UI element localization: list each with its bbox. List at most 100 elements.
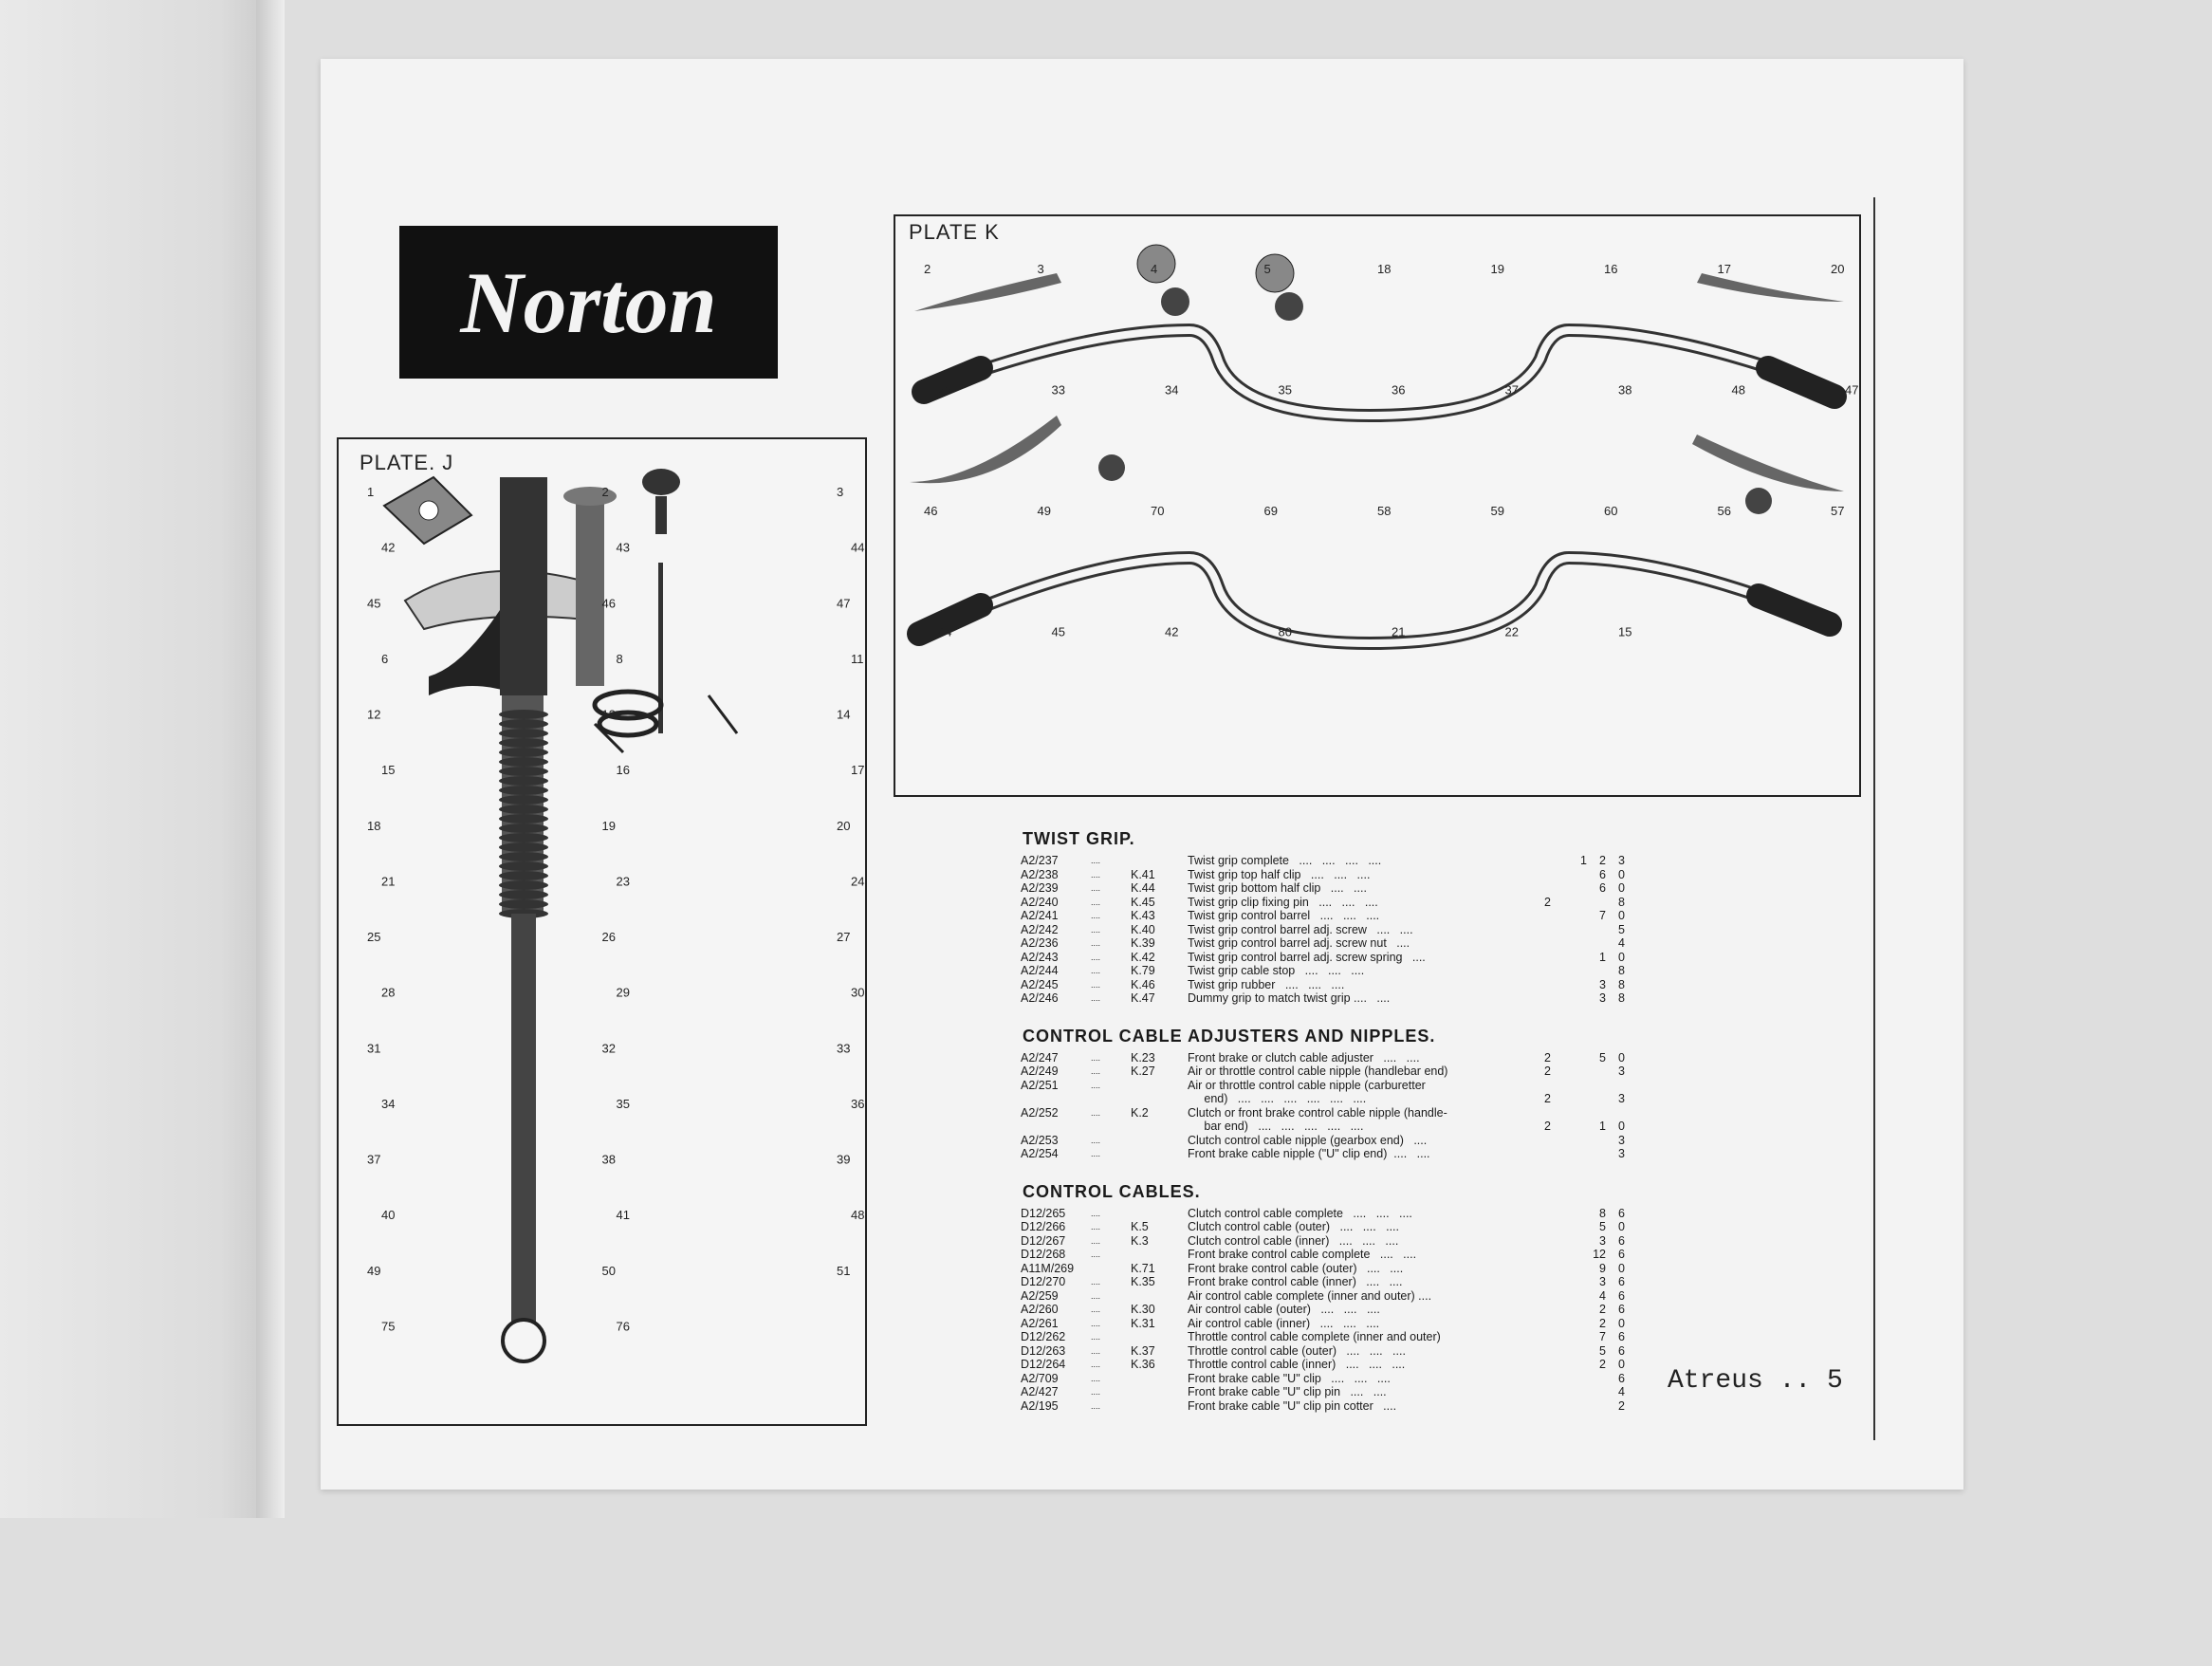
part-number: A2/237 — [1021, 854, 1059, 867]
leader-dots: .... — [1091, 924, 1101, 935]
callout-number: 75 — [381, 1319, 395, 1333]
fork-spring-coil — [499, 748, 548, 757]
part-row: A2/259....Air control cable complete (in… — [1021, 1289, 1855, 1304]
plate-reference: K.3 — [1131, 1233, 1149, 1248]
leader-dots: .... — [1091, 1305, 1101, 1314]
price-pence: 0 — [1618, 1358, 1625, 1371]
callout-number: 41 — [617, 1208, 630, 1222]
callout-number: 36 — [1392, 383, 1405, 398]
part-description: Throttle control cable (inner) .... ....… — [1188, 1358, 1406, 1371]
part-number: A2/244 — [1021, 964, 1059, 977]
callout-number: 15 — [381, 763, 395, 777]
fork-spring-coil — [499, 814, 548, 824]
part-number: A2/195 — [1021, 1398, 1059, 1413]
callout-number: 45 — [367, 596, 380, 610]
price-pence: 6 — [1618, 1206, 1625, 1220]
plate-reference: K.46 — [1131, 977, 1155, 991]
callout-number: 22 — [1505, 625, 1519, 639]
section-title: CONTROL CABLES. — [1023, 1181, 1201, 1201]
part-number: D12/262 — [1021, 1330, 1066, 1343]
callout-number: 19 — [1491, 262, 1504, 276]
part-number: A2/259 — [1021, 1288, 1059, 1303]
price-pence: 0 — [1618, 950, 1625, 964]
plate-reference: K.71 — [1131, 1261, 1155, 1275]
part-number: A2/260 — [1021, 1303, 1059, 1316]
parts-section: CONTROL CABLES. D12/265....Clutch control… — [1021, 1182, 1855, 1414]
callout-number: 32 — [602, 1041, 616, 1055]
leader-dots: .... — [1091, 1135, 1101, 1145]
callout-number: 34 — [381, 1097, 395, 1111]
parts-section: CONTROL CABLE ADJUSTERS AND NIPPLES.A2/2… — [1021, 1027, 1855, 1161]
part-description: bar end) .... .... .... .... .... — [1188, 1120, 1364, 1133]
part-description: Throttle control cable complete (inner a… — [1188, 1330, 1441, 1343]
plate-reference: K.37 — [1131, 1343, 1155, 1358]
leader-dots: .... — [1091, 1208, 1101, 1218]
part-number: A2/236 — [1021, 936, 1059, 950]
part-description: Front brake cable "U" clip pin cotter ..… — [1188, 1398, 1397, 1413]
callout-number: 2 — [924, 262, 931, 276]
callout-number: 23 — [938, 383, 951, 398]
book-gutter — [256, 0, 285, 1518]
fork-spring-coil — [499, 776, 548, 786]
leader-dots: .... — [1091, 993, 1101, 1003]
price-shillings: 6 — [1599, 881, 1606, 895]
part-description: Front brake cable "U" clip pin .... .... — [1188, 1385, 1387, 1398]
part-number: A11M/269 — [1021, 1261, 1075, 1275]
plate-reference: K.39 — [1131, 936, 1155, 950]
part-row: A2/427....Front brake cable "U" clip pin… — [1021, 1385, 1855, 1399]
callout-number: 1 — [367, 485, 374, 499]
callout-number: 58 — [1377, 504, 1391, 518]
callout-number: 38 — [1618, 383, 1631, 398]
leader-dots: .... — [1091, 1318, 1101, 1328]
price-shillings: 7 — [1599, 909, 1606, 922]
price-pence: 8 — [1618, 977, 1625, 991]
part-description: Throttle control cable (outer) .... ....… — [1188, 1343, 1406, 1358]
part-number: D12/264 — [1021, 1358, 1066, 1371]
fork-spring-coil — [499, 795, 548, 805]
part-number: A2/239 — [1021, 881, 1059, 895]
callout-number: 48 — [851, 1208, 864, 1222]
leader-dots: .... — [1091, 856, 1101, 865]
callout-number: 80 — [1279, 625, 1292, 639]
callout-number: 42 — [381, 541, 395, 555]
leader-dots: .... — [1091, 1235, 1101, 1246]
part-number: A2/261 — [1021, 1316, 1059, 1330]
price-pence: 0 — [1618, 909, 1625, 922]
part-number: D12/263 — [1021, 1343, 1066, 1358]
price-pence: 6 — [1618, 1275, 1625, 1288]
part-description: Twist grip clip fixing pin .... .... ...… — [1188, 895, 1378, 909]
callout-number: 14 — [837, 708, 850, 722]
part-number: D12/270 — [1021, 1275, 1066, 1288]
part-row: A2/251....Air or throttle control cable … — [1021, 1079, 1855, 1093]
plate-reference: K.44 — [1131, 881, 1155, 895]
leader-dots: .... — [1091, 1290, 1101, 1301]
part-row: D12/265....Clutch control cable complete… — [1021, 1207, 1855, 1221]
plate-k-label: PLATE K — [909, 220, 1000, 244]
part-number: A2/242 — [1021, 922, 1059, 936]
fork-spring-coil — [499, 719, 548, 729]
leader-dots: .... — [1091, 1052, 1101, 1063]
price-pence: 6 — [1618, 1343, 1625, 1358]
leader-dots: .... — [1091, 1373, 1101, 1383]
fork-spring-coil — [499, 824, 548, 833]
callout-number: 35 — [1279, 383, 1292, 398]
leader-dots: .... — [1091, 1107, 1101, 1118]
page-rule — [1873, 197, 1875, 1440]
part-row: A2/709....Front brake cable "U" clip ...… — [1021, 1372, 1855, 1386]
leader-dots: .... — [1091, 1277, 1101, 1287]
part-description: Air control cable (outer) .... .... .... — [1188, 1303, 1380, 1316]
part-description: Twist grip complete .... .... .... .... — [1188, 854, 1382, 867]
section-title: TWIST GRIP. — [1023, 829, 1135, 848]
quantity: 2 — [1544, 1120, 1551, 1133]
callout-number: 18 — [367, 819, 380, 833]
fork-spring-coil — [499, 842, 548, 852]
